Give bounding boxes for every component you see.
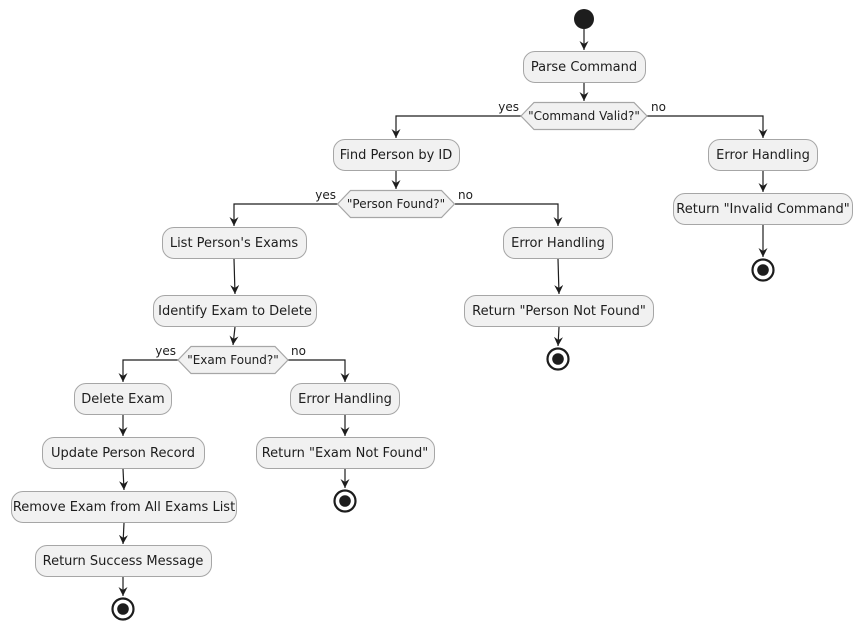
- edge-person-found-to-error-handling-person: [455, 203, 563, 226]
- edge-command-valid-to-find-person-by-id: [391, 115, 521, 138]
- decision-label-person-found: "Person Found?": [347, 197, 445, 211]
- activity-node-find-person-by-id: Find Person by ID: [332, 139, 460, 171]
- activity-node-update-person-record: Update Person Record: [41, 437, 205, 469]
- decision-label-exam-found: "Exam Found?": [187, 353, 279, 367]
- edge-remove-exam-from-all-exams-list-to-return-success-message: [118, 522, 128, 545]
- edge-identify-exam-to-delete-to-exam-found: [229, 326, 239, 346]
- end-node-inner-end-person-not-found: [552, 353, 564, 365]
- activity-node-error-handling-exam: Error Handling: [290, 383, 400, 415]
- activity-node-error-handling-person: Error Handling: [503, 227, 613, 259]
- edge-label-yes-exam-found: yes: [155, 344, 176, 358]
- edge-error-handling-person-to-return-person-not-found: [554, 258, 564, 295]
- activity-node-return-exam-not-found: Return "Exam Not Found": [255, 437, 435, 469]
- edge-person-found-to-list-persons-exams: [229, 203, 338, 226]
- edge-label-no-exam-found: no: [291, 344, 306, 358]
- edge-update-person-record-to-remove-exam-from-all-exams-list: [119, 468, 129, 491]
- activity-node-remove-exam-from-all-exams-list: Remove Exam from All Exams List: [11, 491, 237, 523]
- edge-label-no-person-found: no: [458, 188, 473, 202]
- start-node: [574, 9, 594, 29]
- decision-node-exam-found: [177, 345, 289, 375]
- edge-label-yes-person-found: yes: [315, 188, 336, 202]
- decision-label-command-valid: "Command Valid?": [528, 109, 640, 123]
- activity-node-return-success-message: Return Success Message: [34, 545, 212, 577]
- shapes-group: "Command Valid?" "Person Found?" "Exam Fou…: [111, 9, 775, 621]
- activity-node-return-invalid-command: Return "Invalid Command": [673, 193, 853, 225]
- decision-node-person-found: [336, 189, 456, 219]
- edge-return-person-not-found-to-end-person-not-found: [553, 326, 563, 347]
- activity-node-list-persons-exams: List Person's Exams: [161, 227, 307, 259]
- activity-node-error-handling-invalid: Error Handling: [708, 139, 818, 171]
- activity-node-delete-exam: Delete Exam: [74, 383, 172, 415]
- activity-node-identify-exam-to-delete: Identify Exam to Delete: [153, 295, 317, 327]
- decision-node-command-valid: [520, 101, 648, 131]
- activity-node-parse-command: Parse Command: [522, 51, 646, 83]
- activity-node-return-person-not-found: Return "Person Not Found": [464, 295, 654, 327]
- edge-list-persons-exams-to-identify-exam-to-delete: [230, 258, 240, 295]
- end-node-inner-end-exam-not-found: [339, 495, 351, 507]
- edge-label-no-command-valid: no: [651, 100, 666, 114]
- edges-group: yes no yes no yes no: [118, 29, 768, 596]
- end-node-inner-end-success: [117, 603, 129, 615]
- edge-exam-found-to-error-handling-exam: [288, 359, 350, 382]
- end-node-inner-end-invalid-command: [757, 264, 769, 276]
- edge-command-valid-to-error-handling-invalid: [647, 115, 768, 138]
- edge-label-yes-command-valid: yes: [498, 100, 519, 114]
- edge-exam-found-to-delete-exam: [118, 359, 178, 382]
